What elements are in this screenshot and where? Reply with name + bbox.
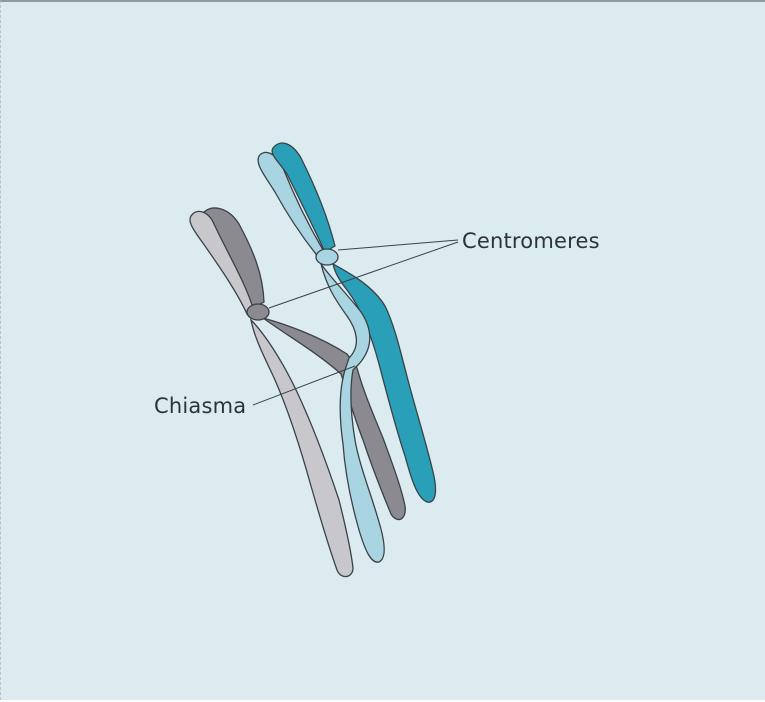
chiasma-leader-line bbox=[253, 366, 355, 405]
chiasma-label: Chiasma bbox=[154, 394, 246, 418]
gray-centromere bbox=[247, 304, 269, 320]
blue-centromere bbox=[316, 249, 338, 265]
centromeres-label: Centromeres bbox=[462, 229, 600, 253]
